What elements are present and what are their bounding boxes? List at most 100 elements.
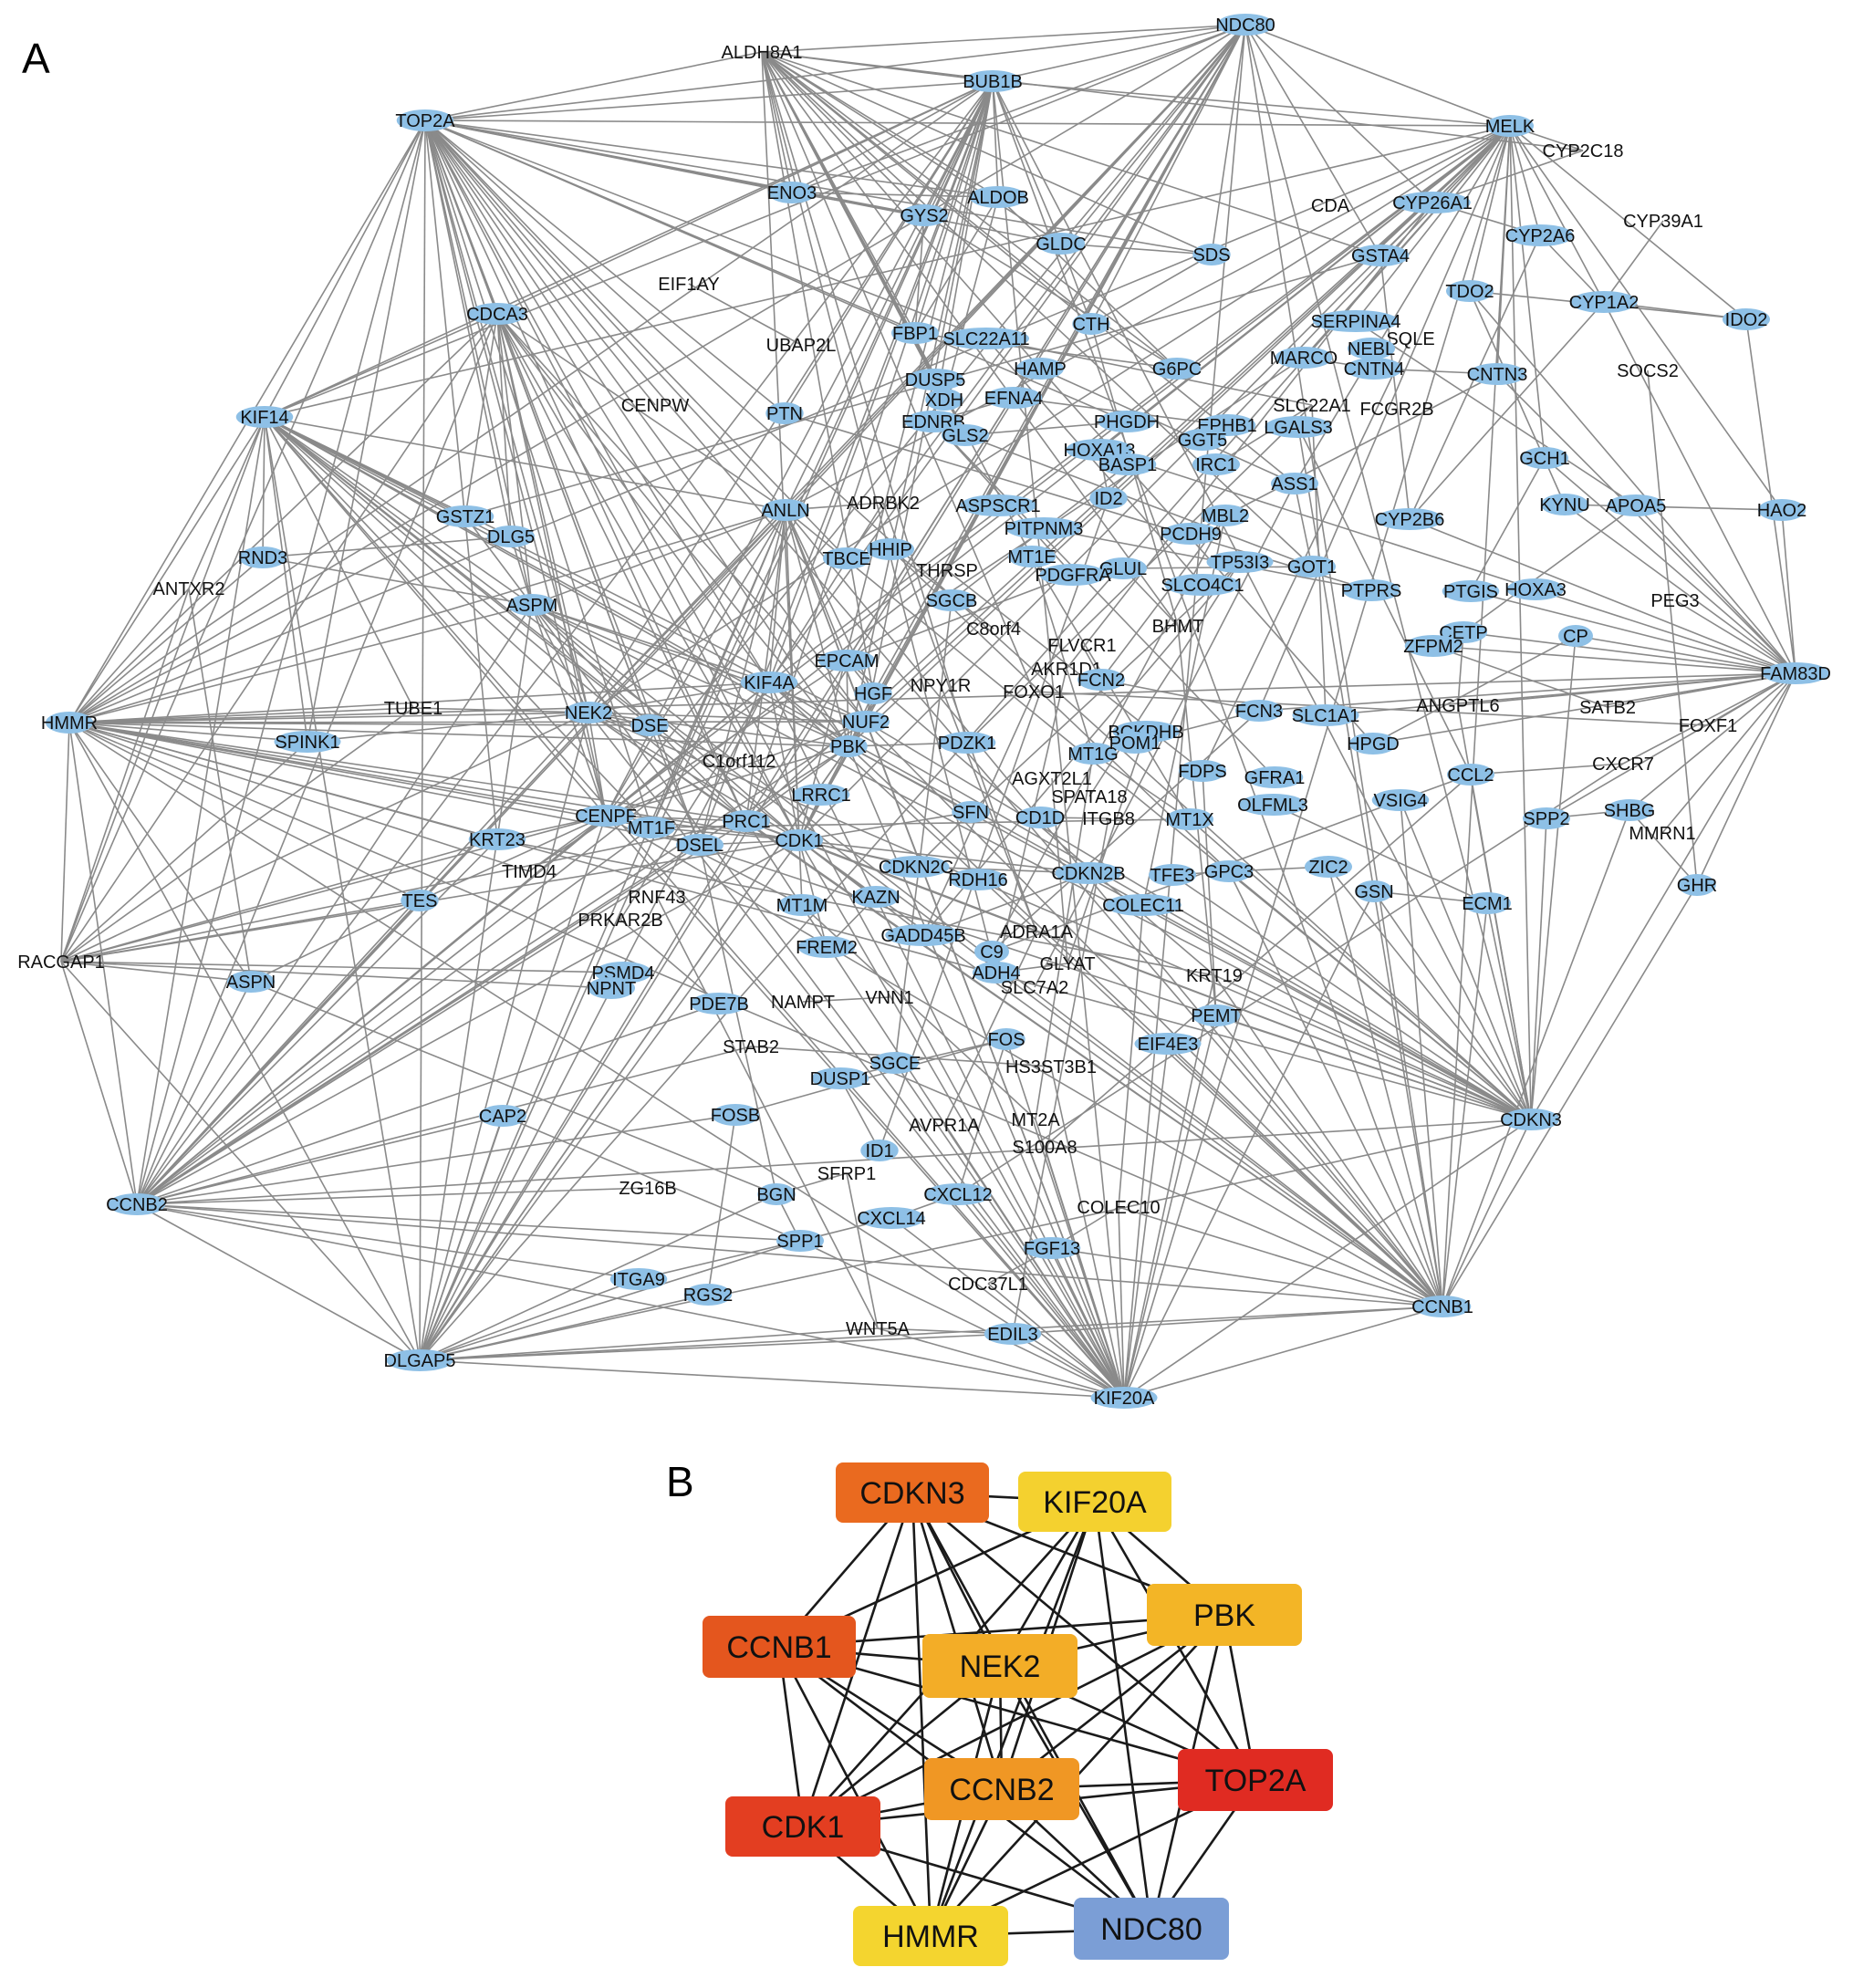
gene-node-cyp1a2[interactable]: CYP1A2 (1569, 291, 1640, 313)
gene-node-bhmt[interactable]: BHMT (1152, 617, 1204, 637)
gene-node-gpc3[interactable]: GPC3 (1204, 860, 1254, 882)
gene-node-gch1[interactable]: GCH1 (1519, 447, 1570, 469)
gene-node-spata18[interactable]: SPATA18 (1051, 787, 1127, 807)
gene-node-nebl[interactable]: NEBL (1348, 338, 1395, 359)
gene-node-mt1g[interactable]: MT1G (1067, 743, 1119, 765)
gene-node-ptn[interactable]: PTN (765, 402, 804, 424)
gene-node-mt1m[interactable]: MT1M (776, 894, 828, 916)
gene-node-colec11[interactable]: COLEC11 (1102, 894, 1184, 916)
gene-node-sfn[interactable]: SFN (952, 801, 990, 823)
gene-node-peg3[interactable]: PEG3 (1650, 591, 1699, 611)
gene-node-tdo2[interactable]: TDO2 (1445, 280, 1494, 302)
gene-node-wnt5a[interactable]: WNT5A (846, 1319, 911, 1339)
gene-node-hoxa3[interactable]: HOXA3 (1504, 578, 1567, 600)
gene-node-glyat[interactable]: GLYAT (1039, 954, 1095, 974)
gene-node-mbl2[interactable]: MBL2 (1202, 505, 1249, 526)
gene-node-rgs2[interactable]: RGS2 (683, 1284, 733, 1306)
gene-node-hs3st3b1[interactable]: HS3ST3B1 (1005, 1057, 1097, 1077)
gene-node-ggt5[interactable]: GGT5 (1178, 429, 1227, 451)
gene-node-fos[interactable]: FOS (987, 1028, 1025, 1050)
gene-node-cda[interactable]: CDA (1311, 196, 1350, 216)
gene-node-fcn2[interactable]: FCN2 (1077, 669, 1125, 691)
gene-node-nuf2[interactable]: NUF2 (842, 711, 890, 733)
gene-node-s100a8[interactable]: S100A8 (1012, 1138, 1077, 1158)
gene-node-cd1d[interactable]: CD1D (1015, 807, 1065, 828)
gene-node-cdkn2b[interactable]: CDKN2B (1051, 862, 1126, 884)
gene-node-fcgr2b[interactable]: FCGR2B (1359, 400, 1433, 420)
gene-node-ubap2l[interactable]: UBAP2L (766, 336, 837, 356)
gene-node-slco4c1[interactable]: SLCO4C1 (1161, 574, 1244, 596)
gene-node-ass1[interactable]: ASS1 (1271, 473, 1318, 494)
gene-node-olfml3[interactable]: OLFML3 (1237, 794, 1308, 816)
gene-node-hhip[interactable]: HHIP (867, 538, 914, 560)
gene-node-mt1e[interactable]: MT1E (1007, 546, 1057, 567)
gene-node-thrsp[interactable]: THRSP (916, 561, 978, 581)
gene-node-adra1a[interactable]: ADRA1A (1000, 922, 1074, 942)
gene-node-colec10[interactable]: COLEC10 (1077, 1198, 1160, 1218)
gene-node-got1[interactable]: GOT1 (1287, 556, 1337, 578)
gene-node-mt1f[interactable]: MT1F (628, 817, 675, 838)
gene-node-id2[interactable]: ID2 (1089, 487, 1128, 509)
gene-node-hpgd[interactable]: HPGD (1347, 733, 1400, 755)
gene-node-glul[interactable]: GLUL (1099, 557, 1147, 579)
gene-node-fcn3[interactable]: FCN3 (1235, 700, 1283, 722)
gene-node-stab2[interactable]: STAB2 (723, 1037, 779, 1057)
gene-node-cntn3[interactable]: CNTN3 (1467, 363, 1528, 385)
gene-node-hmmr[interactable]: HMMR (41, 712, 98, 734)
gene-node-cdkn3[interactable]: CDKN3 (1500, 1108, 1562, 1130)
gene-node-sgcb[interactable]: SGCB (926, 589, 978, 611)
gene-node-ghr[interactable]: GHR (1677, 874, 1717, 896)
gene-node-nampt[interactable]: NAMPT (771, 993, 835, 1013)
gene-node-bub1b[interactable]: BUB1B (963, 70, 1023, 92)
gene-node-foxo1[interactable]: FOXO1 (1003, 682, 1065, 703)
gene-node-ndc80[interactable]: NDC80 (1215, 14, 1275, 36)
gene-node-epcam[interactable]: EPCAM (814, 650, 880, 671)
gene-node-gys2[interactable]: GYS2 (900, 204, 949, 226)
gene-node-eif4e3[interactable]: EIF4E3 (1134, 1033, 1202, 1055)
hub-node-cdkn3[interactable]: CDKN3 (836, 1462, 989, 1523)
gene-node-npy1r[interactable]: NPY1R (911, 676, 972, 696)
gene-node-eno3[interactable]: ENO3 (767, 182, 817, 203)
gene-node-aspscr1[interactable]: ASPSCR1 (955, 494, 1041, 516)
gene-node-top2a[interactable]: TOP2A (395, 109, 455, 131)
gene-node-antxr2[interactable]: ANTXR2 (153, 579, 225, 599)
gene-node-sgce[interactable]: SGCE (869, 1052, 921, 1074)
gene-node-dsel[interactable]: DSEL (676, 834, 724, 856)
gene-node-fam83d[interactable]: FAM83D (1760, 662, 1831, 684)
gene-node-ccnb1[interactable]: CCNB1 (1411, 1296, 1473, 1317)
gene-node-g6pc[interactable]: G6PC (1152, 358, 1202, 380)
gene-node-npnt[interactable]: NPNT (587, 977, 636, 999)
gene-node-adh4[interactable]: ADH4 (972, 962, 1021, 984)
gene-node-gldc[interactable]: GLDC (1036, 233, 1087, 255)
hub-node-hmmr[interactable]: HMMR (853, 1906, 1008, 1966)
gene-node-agxt2l1[interactable]: AGXT2L1 (1012, 769, 1092, 789)
gene-node-ccl2[interactable]: CCL2 (1447, 764, 1494, 786)
hub-node-top2a[interactable]: TOP2A (1178, 1749, 1333, 1811)
gene-node-cyp2a6[interactable]: CYP2A6 (1505, 224, 1576, 246)
gene-node-vsig4[interactable]: VSIG4 (1371, 789, 1430, 811)
gene-node-c8orf4[interactable]: C8orf4 (966, 619, 1021, 640)
gene-node-pcdh9[interactable]: PCDH9 (1160, 523, 1222, 545)
hub-node-pbk[interactable]: PBK (1147, 1584, 1302, 1646)
gene-node-gsta4[interactable]: GSTA4 (1351, 245, 1410, 266)
gene-node-pemt[interactable]: PEMT (1191, 1004, 1242, 1026)
gene-node-angptl6[interactable]: ANGPTL6 (1416, 696, 1499, 716)
gene-node-spink1[interactable]: SPINK1 (274, 731, 341, 753)
gene-node-dlg5[interactable]: DLG5 (487, 526, 535, 547)
gene-node-fosb[interactable]: FOSB (711, 1104, 760, 1126)
gene-node-fgf13[interactable]: FGF13 (1023, 1237, 1081, 1259)
gene-node-zfpm2[interactable]: ZFPM2 (1403, 635, 1463, 657)
gene-node-dusp1[interactable]: DUSP1 (810, 1067, 871, 1089)
gene-node-tes[interactable]: TES (401, 890, 439, 911)
gene-node-sfrp1[interactable]: SFRP1 (817, 1164, 876, 1184)
gene-node-kif20a[interactable]: KIF20A (1090, 1387, 1158, 1409)
gene-node-spp1[interactable]: SPP1 (776, 1230, 824, 1252)
gene-node-rdh16[interactable]: RDH16 (948, 869, 1008, 890)
gene-node-rnd3[interactable]: RND3 (238, 546, 287, 568)
hub-node-ccnb2[interactable]: CCNB2 (924, 1758, 1079, 1820)
gene-node-efna4[interactable]: EFNA4 (984, 387, 1043, 409)
gene-node-serpina4[interactable]: SERPINA4 (1311, 310, 1401, 332)
gene-node-foxf1[interactable]: FOXF1 (1679, 716, 1737, 736)
gene-node-ido2[interactable]: IDO2 (1723, 308, 1770, 330)
gene-node-frem2[interactable]: FREM2 (796, 936, 858, 958)
